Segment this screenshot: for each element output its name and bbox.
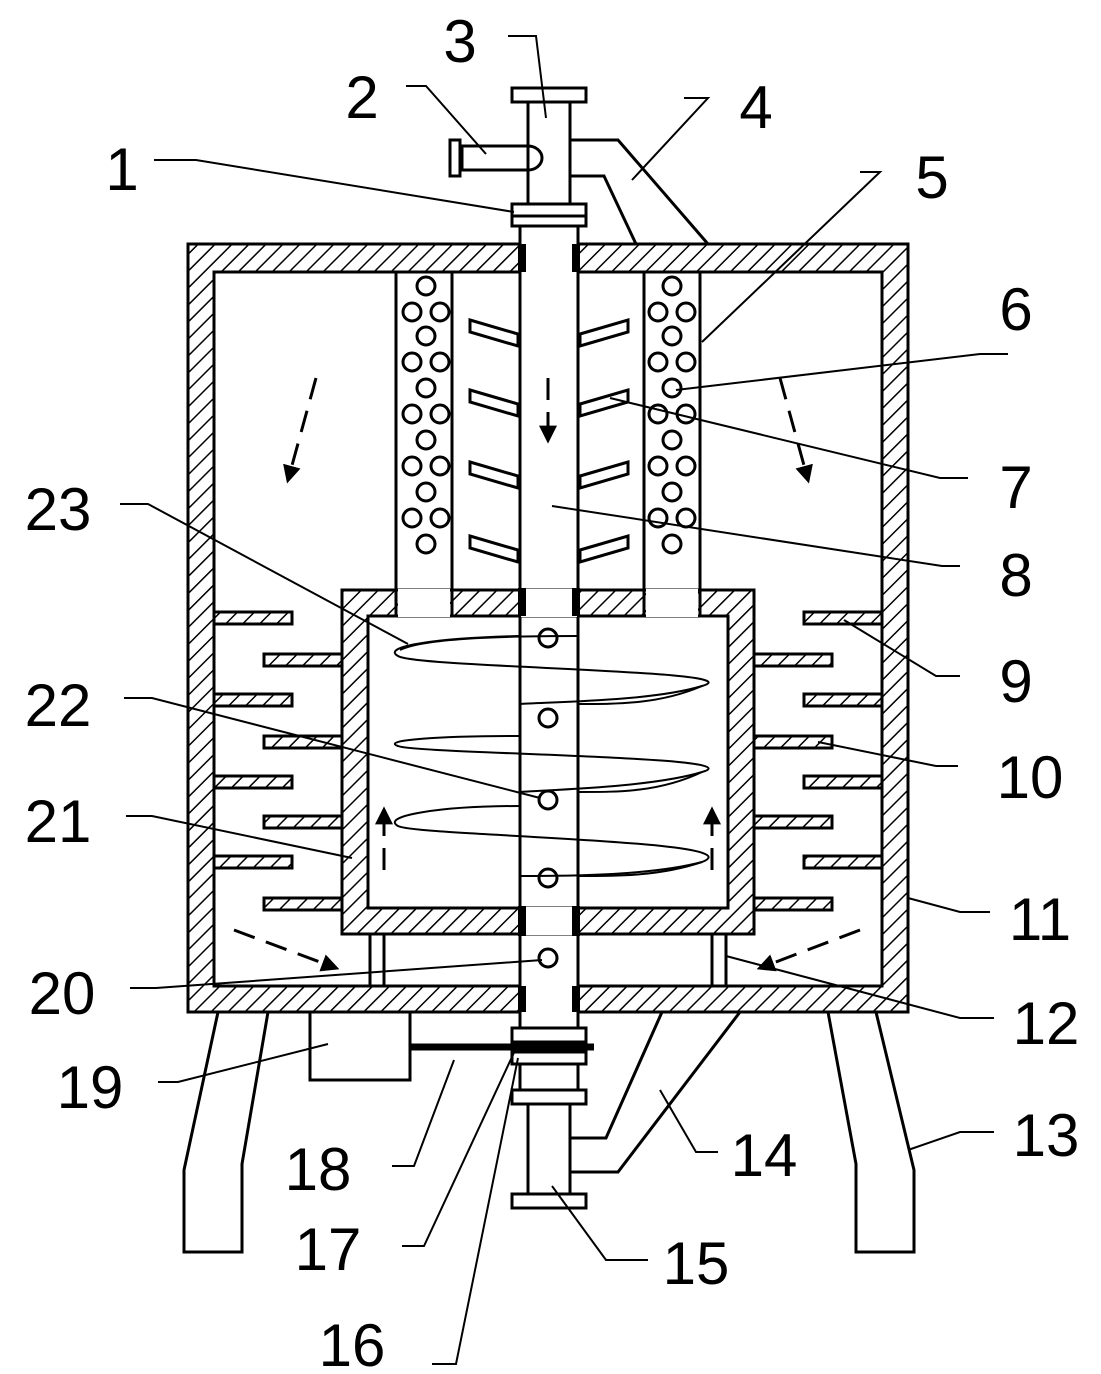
label-6: 6	[999, 276, 1032, 343]
label-9: 9	[999, 648, 1032, 715]
label-18: 18	[285, 1136, 352, 1203]
label-2: 2	[345, 64, 378, 131]
label-4: 4	[739, 74, 772, 141]
label-15: 15	[663, 1230, 730, 1297]
label-11: 11	[1009, 886, 1071, 953]
label-22: 22	[25, 672, 92, 739]
label-1: 1	[105, 136, 138, 203]
baffles	[212, 610, 884, 912]
label-16: 16	[319, 1312, 386, 1374]
label-12: 12	[1013, 990, 1080, 1057]
legs	[182, 1011, 916, 1254]
top-inlet	[448, 86, 710, 245]
left-cartridge	[394, 270, 454, 592]
label-21: 21	[25, 788, 92, 855]
support-posts	[368, 934, 728, 986]
label-17: 17	[295, 1216, 362, 1283]
right-cartridge	[642, 270, 702, 592]
part-labels: 1 2 3 4 5 6 7 8 9 10 11 12 13 14 15 16 1…	[25, 8, 1080, 1374]
label-23: 23	[25, 476, 92, 543]
label-8: 8	[999, 542, 1032, 609]
stirring-blades	[468, 318, 630, 564]
bottom-assembly	[308, 1010, 742, 1210]
label-19: 19	[57, 1054, 124, 1121]
leader-lines	[120, 35, 1008, 1365]
label-20: 20	[29, 960, 96, 1027]
label-7: 7	[999, 454, 1032, 521]
flow-arrows	[233, 377, 861, 972]
label-3: 3	[443, 8, 476, 75]
label-14: 14	[731, 1122, 798, 1189]
label-10: 10	[997, 744, 1064, 811]
label-13: 13	[1013, 1102, 1080, 1169]
inner-chamber	[340, 588, 756, 936]
label-5: 5	[915, 144, 948, 211]
